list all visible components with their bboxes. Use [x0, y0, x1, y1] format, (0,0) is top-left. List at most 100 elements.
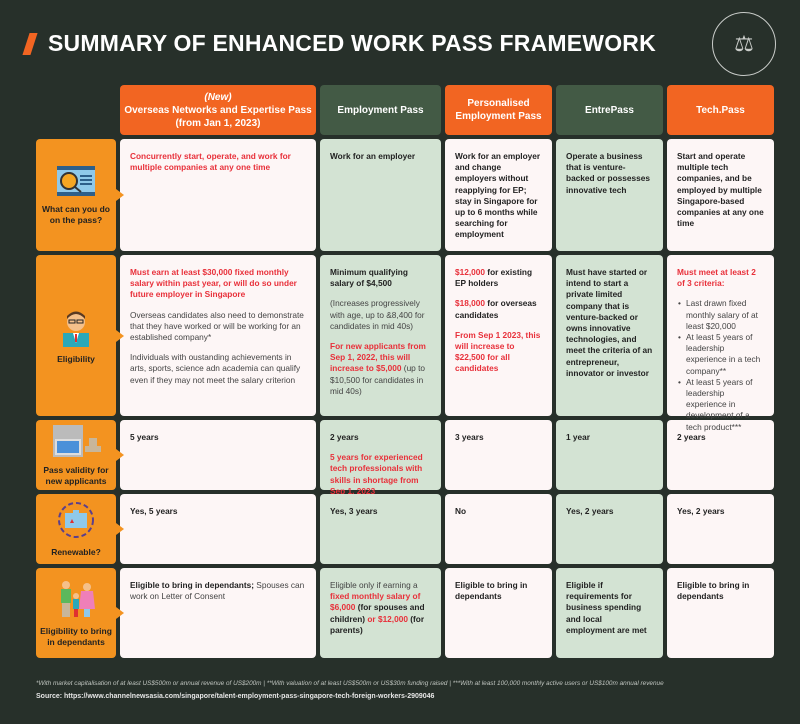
cell-text: Eligible if requirements for business sp…	[566, 580, 647, 635]
cell-paragraph: Yes, 5 years	[130, 506, 306, 517]
cell-paragraph: Start and operate multiple tech companie…	[677, 151, 764, 229]
cell-text: Start and operate multiple tech companie…	[677, 151, 764, 229]
table-cell: Must meet at least 2 of 3 criteria: Last …	[667, 255, 774, 432]
cell-text: Work for an employer	[330, 151, 416, 161]
criteria-list: Last drawn fixed monthly salary of at le…	[677, 298, 764, 432]
column-tag: (New)	[204, 91, 232, 103]
table-cell: Must have started or intend to start a p…	[556, 255, 663, 416]
table-cell: Eligible to bring in dependants	[667, 568, 774, 658]
cell-text: 5 years for experienced tech professiona…	[330, 452, 423, 496]
criteria-item: At least 5 years of leadership experienc…	[677, 332, 764, 377]
row-label: Renewable?	[36, 494, 124, 564]
cell-paragraph: Yes, 3 years	[330, 506, 431, 517]
cell-text: Eligible to bring in dependants	[455, 580, 528, 602]
cell-text: Must earn at least $30,000 fixed monthly…	[130, 267, 297, 300]
page-title: SUMMARY OF ENHANCED WORK PASS FRAMEWORK	[22, 30, 656, 57]
cell-text: 5 years	[130, 432, 159, 442]
cell-paragraph: For new applicants from Sep 1, 2022, thi…	[330, 341, 431, 397]
cell-text: From Sep 1 2023, this will increase to $…	[455, 329, 541, 374]
cell-paragraph: (Increases progressively with age, up to…	[330, 298, 431, 332]
cell-paragraph: Must have started or intend to start a p…	[566, 267, 653, 379]
cell-text: (for spouses and children)	[330, 602, 425, 624]
criteria-item: At least 5 years of leadership experienc…	[677, 377, 764, 433]
cell-text: (Increases progressively with age, up to…	[330, 298, 425, 331]
column-header: EntrePass	[556, 85, 663, 135]
businessman-icon	[59, 307, 93, 350]
column-label: Personalised Employment Pass	[455, 98, 542, 122]
row-label: Eligibility	[36, 255, 124, 416]
cell-paragraph: Yes, 2 years	[677, 506, 764, 517]
table-cell: No	[445, 494, 552, 564]
cell-text: or $12,000	[365, 613, 408, 624]
cell-text: Must meet at least 2 of 3 criteria:	[677, 267, 756, 289]
cell-text: Eligible to bring in dependants	[677, 580, 750, 602]
cell-text: (for parents)	[330, 613, 425, 635]
cell-text: Eligible only if earning a	[330, 580, 418, 590]
column-label: Tech.Pass	[696, 104, 745, 116]
cell-text: For new applicants from Sep 1, 2022, thi…	[330, 341, 426, 374]
cell-paragraph: 2 years	[677, 432, 764, 443]
table-cell: Eligible if requirements for business sp…	[556, 568, 663, 658]
title-text: SUMMARY OF ENHANCED WORK PASS FRAMEWORK	[48, 30, 656, 56]
cell-text: 3 years	[455, 432, 484, 442]
cell-text: Yes, 2 years	[677, 506, 725, 516]
cell-text: No	[455, 506, 467, 516]
cell-text: Concurrently start, operate, and work fo…	[130, 151, 291, 173]
cell-paragraph: Must meet at least 2 of 3 criteria:	[677, 267, 764, 289]
cell-paragraph: Yes, 2 years	[566, 506, 653, 517]
row-label-text: What can you do on the pass?	[42, 203, 110, 225]
cell-paragraph: 5 years	[130, 432, 306, 443]
cell-text: 1 year	[566, 432, 590, 442]
cell-paragraph: 3 years	[455, 432, 542, 443]
table-cell: Work for an employer	[320, 139, 441, 251]
cell-text: Minimum qualifying salary of $4,500	[330, 267, 408, 289]
cell-text: Yes, 5 years	[130, 506, 178, 516]
table-cell: 3 years	[445, 420, 552, 490]
column-label: Employment Pass	[337, 104, 424, 116]
row-label-text: Eligibility to bring in dependants	[40, 625, 112, 647]
cell-paragraph: No	[455, 506, 542, 517]
cell-text: Individuals with oustanding achievements…	[130, 352, 301, 385]
column-header: Employment Pass	[320, 85, 441, 135]
cell-paragraph: Eligible if requirements for business sp…	[566, 580, 653, 636]
cell-text: Operate a business that is venture-backe…	[566, 151, 650, 195]
column-label: Overseas Networks and Expertise Pass	[124, 104, 312, 116]
pass-stamp-icon	[51, 424, 101, 461]
family-icon	[56, 579, 96, 622]
scales-icon: ⚖	[734, 31, 754, 56]
cell-paragraph: Operate a business that is venture-backe…	[566, 151, 653, 196]
cell-text: for overseas candidates	[455, 298, 537, 320]
table-cell: Yes, 5 years	[120, 494, 316, 564]
cell-paragraph: Work for an employer and change employer…	[455, 151, 542, 241]
profile-search-icon	[56, 165, 96, 200]
cell-paragraph: 2 years	[330, 432, 431, 443]
cell-text: Yes, 2 years	[566, 506, 614, 516]
cell-text: Must have started or intend to start a p…	[566, 267, 653, 378]
cell-paragraph: Work for an employer	[330, 151, 431, 162]
cell-paragraph: 5 years for experienced tech professiona…	[330, 452, 431, 497]
cell-text: Eligible to bring in dependants;	[130, 580, 254, 590]
cell-text: Work for an employer and change employer…	[455, 151, 541, 240]
cell-paragraph: $12,000 for existing EP holders	[455, 267, 542, 289]
column-header: (New)Overseas Networks and Expertise Pas…	[120, 85, 316, 135]
column-label: EntrePass	[585, 104, 634, 116]
cell-text: Overseas candidates also need to demonst…	[130, 309, 304, 343]
cell-paragraph: Must earn at least $30,000 fixed monthly…	[130, 267, 306, 301]
source: Source: https://www.channelnewsasia.com/…	[36, 693, 435, 700]
table-cell: 1 year	[556, 420, 663, 490]
cell-paragraph: Eligible only if earning a fixed monthly…	[330, 580, 431, 636]
footnote: *With market capitalisation of at least …	[36, 680, 664, 687]
table-cell: Eligible to bring in dependants; Spouses…	[120, 568, 316, 658]
cell-text: for existing EP holders	[455, 267, 533, 289]
renew-card-icon	[56, 500, 96, 543]
table-corner	[36, 85, 116, 135]
cell-text: 2 years	[330, 432, 359, 442]
cell-text: $18,000	[455, 298, 485, 309]
table-cell: 2 years 5 years for experienced tech prof…	[320, 420, 441, 496]
table-cell: Eligible to bring in dependants	[445, 568, 552, 658]
row-label: Eligibility to bring in dependants	[36, 568, 124, 658]
cell-text: fixed monthly salary of $6,000	[330, 591, 421, 613]
table-cell: 5 years	[120, 420, 316, 490]
cell-paragraph: Eligible to bring in dependants; Spouses…	[130, 580, 306, 602]
cell-text: Spouses can work on Letter of Consent	[130, 580, 305, 602]
